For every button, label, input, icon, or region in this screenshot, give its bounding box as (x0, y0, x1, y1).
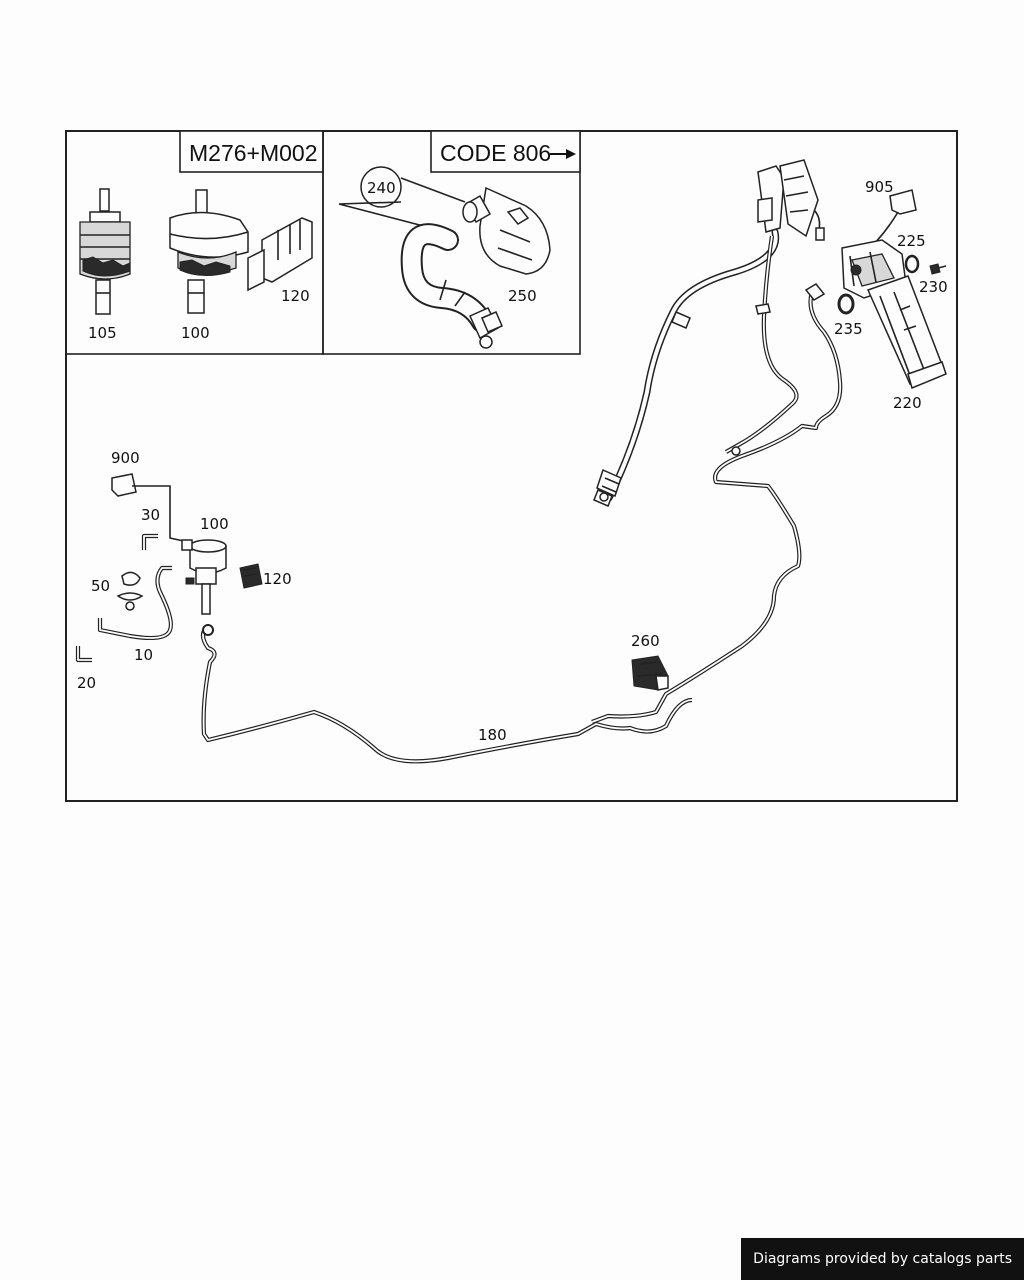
part-220-canister[interactable] (841, 239, 947, 390)
callout-120-inset: 120 (281, 287, 310, 305)
part-900-label[interactable] (111, 473, 189, 543)
callout-30: 30 (141, 506, 160, 524)
part-20-elbow[interactable] (75, 646, 92, 663)
part-canister-line[interactable] (591, 291, 843, 724)
callout-905: 905 (865, 178, 894, 196)
part-225-ring[interactable] (904, 254, 920, 274)
callout-240-bubble: 240 (338, 166, 466, 229)
part-100-inset-valve[interactable] (169, 189, 249, 314)
part-240-hose[interactable] (400, 223, 503, 349)
callout-230: 230 (919, 278, 948, 296)
callout-50: 50 (91, 577, 110, 595)
right-arrow-icon (550, 149, 576, 159)
callout-220: 220 (893, 394, 922, 412)
part-10-hose[interactable] (97, 565, 173, 641)
part-120-inset-bracket[interactable] (247, 217, 313, 292)
part-filler-hose[interactable] (593, 228, 780, 507)
inset-right-header: CODE 806 (440, 140, 551, 166)
callout-225: 225 (897, 232, 926, 250)
part-250-fitting[interactable] (462, 186, 551, 275)
footer-credit: Diagrams provided by catalogs parts (741, 1238, 1024, 1280)
callout-100-inset: 100 (181, 324, 210, 342)
inset-m276: M276+M002 (65, 130, 324, 355)
callout-260: 260 (631, 632, 660, 650)
callout-20: 20 (77, 674, 96, 692)
part-105-valve[interactable] (79, 188, 131, 315)
callout-250: 250 (508, 287, 537, 305)
callout-10: 10 (134, 646, 153, 664)
callout-900: 900 (111, 449, 140, 467)
callout-235: 235 (834, 320, 863, 338)
part-260-clip[interactable] (631, 655, 669, 691)
part-50-clip[interactable] (116, 571, 144, 611)
inset-code-806: CODE 806 (322, 130, 581, 355)
callout-180: 180 (478, 726, 507, 744)
callout-100: 100 (200, 515, 229, 533)
svg-text:240: 240 (367, 179, 396, 197)
part-120-bracket[interactable] (239, 563, 263, 589)
callout-105: 105 (88, 324, 117, 342)
callout-120: 120 (263, 570, 292, 588)
inset-left-header: M276+M002 (189, 140, 318, 166)
part-filler-neck[interactable] (757, 159, 825, 241)
part-100-valve[interactable] (181, 539, 227, 615)
part-235-grommet[interactable] (837, 293, 855, 315)
part-180-line[interactable] (200, 624, 693, 764)
part-230-screw[interactable] (929, 263, 947, 275)
part-30-elbow[interactable] (141, 533, 158, 550)
